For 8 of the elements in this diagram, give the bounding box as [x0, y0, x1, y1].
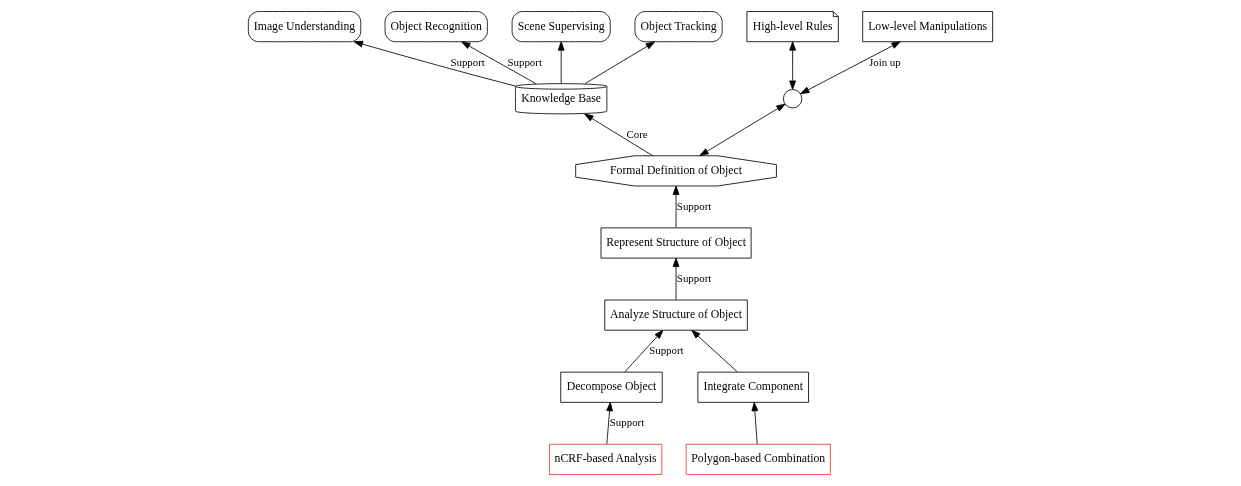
- edge-label: Support: [676, 199, 712, 212]
- edge-label: Support: [649, 344, 684, 357]
- edge-label: Core: [626, 127, 648, 140]
- edge-label: Join up: [868, 55, 901, 68]
- edge-label: Support: [676, 271, 712, 284]
- edge-label: Support: [507, 55, 542, 68]
- edge-label: Support: [609, 416, 645, 429]
- edge-label: Support: [450, 55, 485, 68]
